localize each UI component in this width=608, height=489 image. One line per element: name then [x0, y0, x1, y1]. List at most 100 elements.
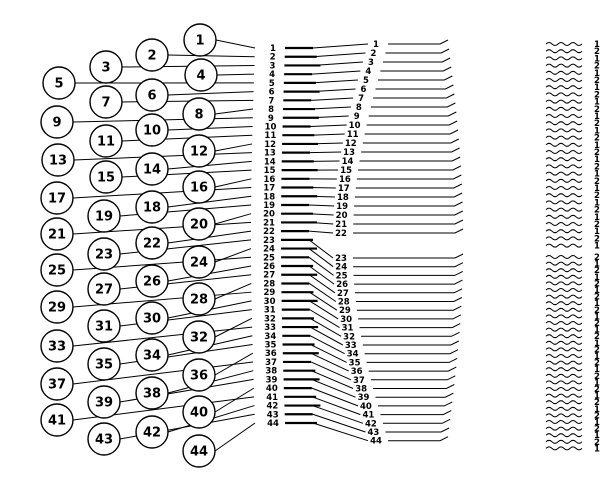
wire-tail [373, 384, 455, 389]
wire-tail [380, 410, 452, 416]
right-wave-mark [545, 200, 583, 205]
wire-connection [309, 317, 342, 337]
wire-lead [167, 125, 253, 131]
right-pin-number: 2 [594, 148, 600, 158]
right-wave-mark [545, 255, 583, 259]
wire-connection [311, 396, 361, 416]
wire-connection [312, 405, 364, 424]
wire-lead [214, 317, 253, 338]
wire-connection [310, 352, 349, 372]
right-pin-number: 1 [594, 260, 600, 270]
right-pin-number: 2 [594, 234, 600, 244]
middle-pin-number: 3 [368, 58, 374, 68]
right-wave-mark [545, 281, 583, 286]
middle-number-column: 1234567891011121314151617181920212223242… [335, 40, 382, 447]
wire-tail [368, 111, 457, 117]
terminal-circle [87, 385, 121, 419]
wire-tail [385, 427, 450, 433]
wire-connection [310, 361, 352, 381]
wire-tail [353, 210, 463, 216]
wire-tail [353, 262, 464, 268]
left-pin-number: 26 [263, 262, 275, 272]
wire-lead [214, 283, 252, 300]
terminal-circle [182, 207, 216, 241]
right-wave-mark [545, 393, 583, 398]
right-pin-number: 1 [594, 273, 600, 283]
terminal-circle [40, 329, 74, 363]
left-pin-number: 7 [268, 96, 274, 106]
right-pin-number: 1 [594, 431, 600, 441]
terminal-circle-label: 39 [95, 396, 113, 411]
left-pin-number: 15 [264, 166, 276, 176]
right-pin-number: 2 [594, 90, 600, 100]
middle-pin-number: 28 [338, 298, 350, 308]
left-number-column: 1234567891011121314151617181920212223242… [263, 44, 279, 429]
terminal-circle-label: 3 [101, 61, 110, 76]
right-wave-mark [545, 70, 583, 75]
left-pin-number: 21 [263, 218, 275, 228]
middle-pin-number: 5 [363, 76, 369, 86]
left-pin-number: 31 [264, 306, 276, 316]
terminal-circle [87, 237, 121, 271]
wire-connection [312, 52, 366, 58]
terminal-circle-label: 8 [194, 108, 203, 123]
right-wave-mark [545, 128, 583, 133]
middle-pin-number: 6 [361, 85, 367, 95]
wire-tail [358, 165, 462, 171]
right-wave-mark [545, 307, 583, 312]
right-wave-mark [545, 360, 583, 365]
right-wave-mark [545, 373, 583, 378]
wire-tail [388, 436, 449, 442]
right-pin-number: 1 [594, 392, 600, 402]
right-pin-number: 2 [594, 345, 600, 355]
left-pin-number: 38 [265, 367, 277, 377]
right-wave-mark [545, 214, 583, 219]
wire-connection [310, 124, 347, 127]
left-pin-number: 36 [265, 349, 277, 359]
terminal-circle-label: 1 [195, 34, 204, 49]
terminal-circle [89, 124, 123, 158]
left-pin-number: 10 [265, 122, 277, 132]
terminal-circle [87, 347, 121, 381]
right-pin-number: 1 [594, 54, 600, 64]
left-pin-number: 24 [263, 245, 275, 255]
wire-lead [216, 73, 255, 76]
wire-tail [377, 75, 453, 81]
terminal-circle [40, 403, 74, 437]
right-wave-mark [545, 314, 583, 319]
left-pin-number: 3 [269, 61, 275, 71]
wire-connection [310, 133, 345, 136]
left-pin-number: 30 [264, 297, 276, 307]
left-pin-number: 42 [266, 402, 278, 412]
terminal-circle [135, 38, 169, 72]
middle-pin-number: 9 [354, 112, 360, 122]
right-pin-number: 2 [594, 425, 600, 435]
right-wave-mark [545, 420, 583, 424]
left-pin-number: 25 [263, 253, 275, 263]
wire-lead [72, 187, 252, 199]
terminal-circle-label: 13 [49, 154, 67, 169]
right-pin-number: 2 [594, 319, 600, 329]
wire-tail [366, 120, 458, 126]
wire-lead [167, 54, 255, 58]
terminal-circle-label: 10 [143, 124, 161, 139]
terminal-circle-label: 36 [190, 369, 208, 384]
wire-connection [312, 43, 369, 49]
right-wave-mark [545, 186, 583, 190]
wire-tail [354, 192, 463, 198]
wire-lead [214, 387, 255, 413]
right-wave-mark [545, 121, 583, 126]
middle-pin-number: 19 [336, 202, 348, 212]
terminal-circle [184, 58, 218, 92]
terminal-circle [182, 245, 216, 279]
wire-tail [353, 219, 464, 225]
middle-pin-number: 2 [370, 49, 376, 59]
right-wave-mark [545, 321, 583, 325]
middle-pin-number: 11 [347, 130, 359, 140]
right-wave-mark [545, 354, 583, 358]
middle-pin-number: 26 [336, 280, 348, 290]
terminal-circle-label: 2 [147, 49, 156, 64]
right-wave-mark [545, 178, 583, 183]
right-wave-mark [545, 413, 583, 418]
terminal-circle-label: 32 [190, 331, 208, 346]
